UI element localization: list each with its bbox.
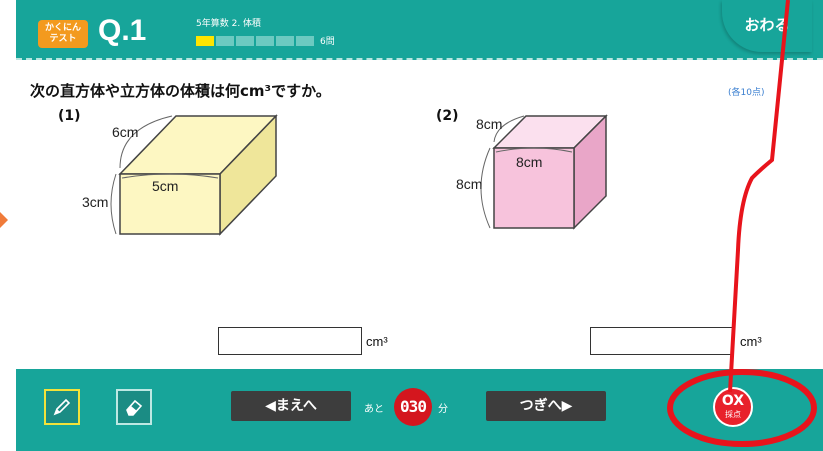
cube-height-arc [480, 147, 491, 229]
progress-indicator: 6問 [196, 34, 335, 47]
progress-segment [296, 35, 314, 46]
pencil-tool-button[interactable] [44, 389, 80, 425]
cuboid-depth-arc [119, 115, 173, 169]
check-test-badge: かくにん テスト [38, 20, 88, 48]
answer-unit-1: cm³ [366, 334, 388, 349]
answer-input-2[interactable] [590, 327, 734, 355]
grade-label: 採点 [725, 410, 741, 419]
eraser-icon [126, 399, 143, 416]
badge-line1: かくにん [44, 23, 81, 33]
progress-segment [196, 35, 214, 46]
progress-segment [216, 35, 234, 46]
cube-depth-arc [493, 115, 525, 143]
bottom-toolbar: ◀まえへ あと 030 分 つぎへ▶ OX 採点 [16, 369, 823, 451]
cube-depth-label: 8cm [476, 116, 503, 132]
prev-button[interactable]: ◀まえへ [231, 391, 351, 421]
progress-segment [236, 35, 254, 46]
problem2-label: (2) [436, 108, 459, 124]
pencil-icon [53, 398, 71, 416]
answer-unit-2: cm³ [740, 334, 762, 349]
badge-line2: テスト [49, 34, 77, 44]
cube-width-label: 8cm [516, 154, 543, 170]
cuboid-height-label: 3cm [82, 194, 109, 210]
grade-symbol: OX [721, 393, 745, 409]
remaining-label: あと [364, 404, 384, 415]
cuboid-height-arc [110, 173, 117, 235]
cube-figure [480, 114, 608, 230]
minutes-label: 分 [438, 404, 448, 415]
cube-width-arc [495, 147, 573, 153]
cuboid-depth-label: 6cm [112, 124, 139, 140]
cuboid-figure [110, 114, 278, 236]
quiz-app: かくにん テスト Q.1 5年算数 2. 体積 6問 おわる 次の直方体や立方体… [16, 0, 823, 451]
answer-input-1[interactable] [218, 327, 362, 355]
question-count: 6問 [320, 37, 335, 47]
subject-title: 5年算数 2. 体積 [196, 19, 262, 29]
annotation-left-marker [0, 212, 8, 228]
next-button[interactable]: つぎへ▶ [486, 391, 606, 421]
grade-button[interactable]: OX 採点 [713, 387, 753, 427]
progress-segment [256, 35, 274, 46]
problem1-label: (1) [58, 108, 81, 124]
cube-height-label: 8cm [456, 176, 483, 192]
cuboid-width-arc [121, 173, 219, 179]
cuboid-width-label: 5cm [152, 178, 179, 194]
eraser-tool-button[interactable] [116, 389, 152, 425]
question-text: 次の直方体や立方体の体積は何cm³ですか。 [30, 82, 331, 100]
progress-segment [276, 35, 294, 46]
timer-display: 030 [394, 388, 432, 426]
question-number: Q.1 [98, 14, 147, 47]
